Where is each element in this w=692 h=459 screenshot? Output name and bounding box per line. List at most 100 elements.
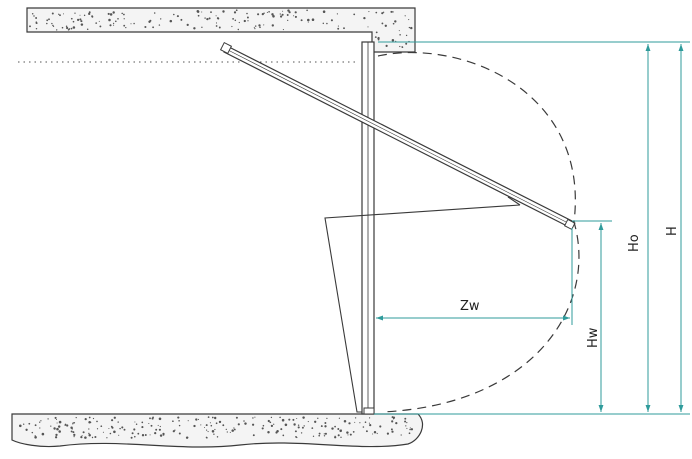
concrete-speckle — [322, 22, 325, 25]
concrete-speckle — [404, 15, 406, 17]
concrete-speckle — [408, 26, 411, 29]
concrete-speckle — [373, 430, 377, 434]
concrete-speckle — [400, 434, 402, 436]
concrete-speckle — [102, 431, 104, 433]
concrete-speckle — [364, 421, 367, 424]
counterweight-wedge — [324, 196, 521, 413]
concrete-speckle — [233, 427, 235, 429]
concrete-speckle — [246, 12, 248, 15]
concrete-speckle — [377, 37, 380, 40]
concrete-speckle — [193, 424, 196, 428]
concrete-speckle — [362, 426, 365, 428]
concrete-speckle — [88, 432, 90, 435]
concrete-speckle — [390, 428, 393, 431]
concrete-speckle — [281, 418, 285, 422]
concrete-speckle — [406, 422, 408, 424]
concrete-speckle — [287, 9, 290, 12]
concrete-speckle — [391, 430, 394, 433]
concrete-speckle — [162, 432, 165, 436]
concrete-speckle — [130, 436, 133, 439]
concrete-speckle — [94, 435, 97, 439]
concrete-speckle — [215, 422, 218, 425]
concrete-speckle — [302, 416, 305, 419]
concrete-speckle — [326, 417, 328, 420]
concrete-speckle — [268, 10, 270, 13]
concrete-speckle — [84, 436, 87, 439]
concrete-speckle — [297, 424, 300, 426]
concrete-speckle — [74, 12, 76, 14]
concrete-speckle — [318, 434, 321, 437]
concrete-speckle — [67, 28, 70, 31]
concrete-speckle — [381, 12, 384, 15]
concrete-speckle — [215, 22, 218, 24]
dimension-ho: Ho — [627, 44, 651, 412]
concrete-speckle — [300, 432, 303, 434]
concrete-speckle — [72, 20, 75, 23]
concrete-speckle — [178, 420, 180, 422]
concrete-speckle — [186, 23, 189, 27]
concrete-speckle — [235, 416, 238, 419]
concrete-speckle — [88, 11, 91, 14]
concrete-speckle — [301, 426, 304, 429]
concrete-speckle — [19, 424, 22, 428]
concrete-speckle — [215, 15, 217, 17]
concrete-speckle — [39, 427, 41, 429]
concrete-speckle — [284, 423, 288, 427]
concrete-speckle — [65, 25, 68, 27]
concrete-speckle — [195, 418, 198, 421]
concrete-speckle — [218, 26, 221, 29]
concrete-speckle — [149, 434, 151, 436]
concrete-speckle — [83, 14, 86, 17]
concrete-speckle — [210, 424, 213, 427]
concrete-speckle — [324, 432, 327, 435]
concrete-speckle — [229, 431, 231, 433]
concrete-speckle — [135, 423, 138, 426]
concrete-speckle — [234, 19, 237, 22]
concrete-speckle — [113, 416, 116, 419]
concrete-speckle — [206, 17, 209, 21]
concrete-speckle — [391, 416, 394, 419]
concrete-speckle — [141, 434, 145, 437]
concrete-speckle — [401, 46, 404, 48]
concrete-speckle — [311, 427, 314, 429]
concrete-speckle — [398, 30, 400, 32]
concrete-speckle — [210, 11, 212, 14]
dimension-hw: Hw — [586, 223, 604, 412]
concrete-speckle — [131, 432, 134, 435]
concrete-speckle — [33, 15, 35, 17]
concrete-speckle — [86, 28, 89, 30]
concrete-speckle — [352, 431, 355, 433]
concrete-speckle — [303, 425, 305, 427]
concrete-speckle — [349, 433, 352, 436]
concrete-speckle — [107, 12, 110, 15]
concrete-speckle — [158, 24, 161, 26]
concrete-speckle — [237, 28, 240, 31]
concrete-speckle — [130, 23, 132, 25]
concrete-speckle — [343, 420, 347, 423]
concrete-speckle — [134, 421, 136, 423]
concrete-speckle — [84, 417, 87, 421]
concrete-speckle — [110, 425, 113, 428]
concrete-speckle — [169, 19, 173, 23]
concrete-speckle — [79, 14, 81, 16]
concrete-speckle — [117, 421, 119, 423]
concrete-speckle — [121, 426, 124, 429]
concrete-speckle — [270, 424, 274, 428]
concrete-speckle — [331, 427, 334, 430]
concrete-speckle — [337, 434, 340, 437]
concrete-speckle — [340, 429, 342, 431]
concrete-speckle — [363, 16, 366, 20]
concrete-speckle — [34, 436, 37, 439]
concrete-speckle — [123, 18, 125, 20]
concrete-speckle — [346, 431, 349, 434]
concrete-speckle — [213, 416, 217, 420]
concrete-speckle — [134, 435, 136, 438]
concrete-speckle — [155, 428, 158, 431]
concrete-speckle — [95, 22, 98, 24]
concrete-speckle — [343, 27, 345, 30]
concrete-speckle — [217, 17, 220, 20]
concrete-speckle — [235, 9, 238, 12]
concrete-speckle — [205, 424, 208, 427]
concrete-speckle — [312, 435, 315, 437]
concrete-speckle — [269, 421, 272, 424]
